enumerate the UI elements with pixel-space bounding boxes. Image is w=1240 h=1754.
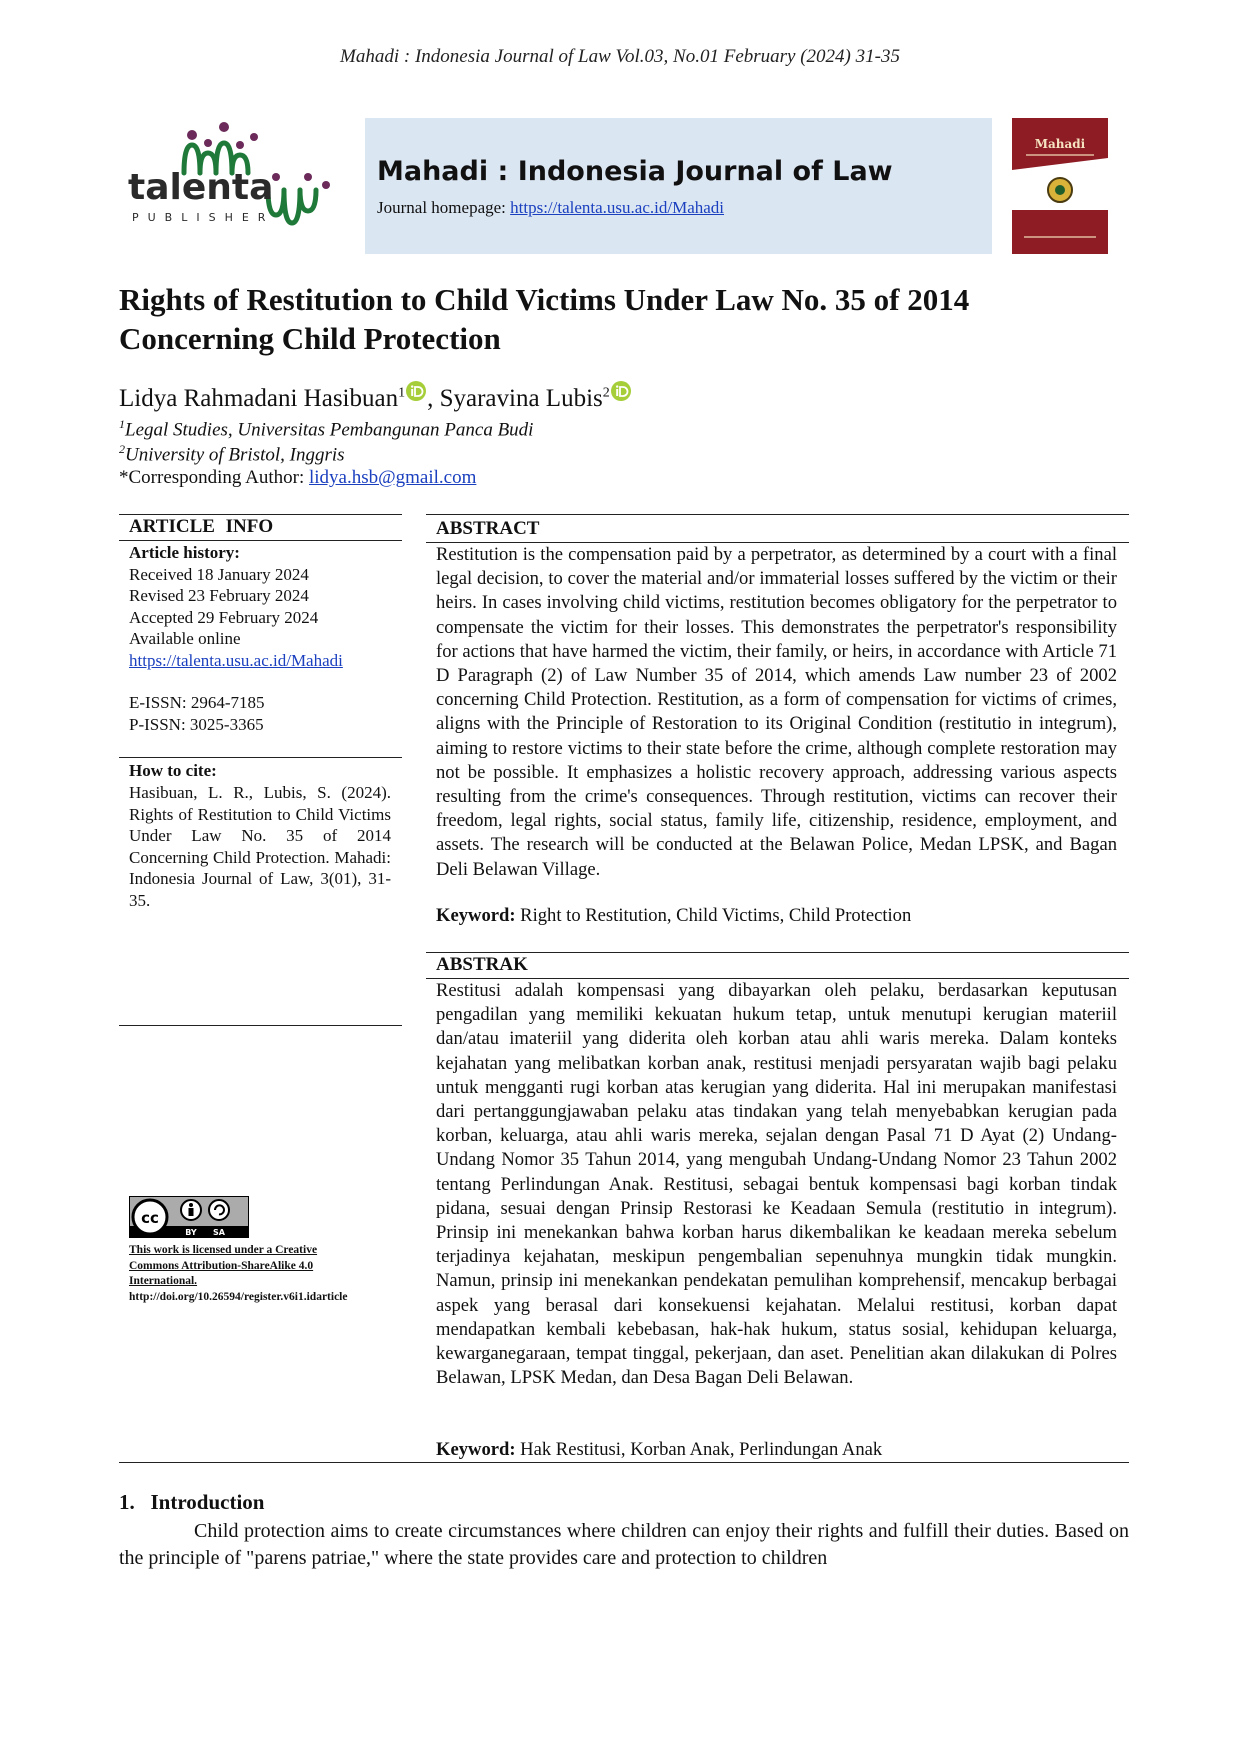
citation-text: Hasibuan, L. R., Lubis, S. (2024). Right… — [129, 783, 391, 910]
journal-homepage: Journal homepage: https://talenta.usu.ac… — [377, 198, 724, 218]
author-name: Lidya Rahmadani Hasibuan — [119, 385, 399, 412]
abstract-keywords: Keyword: Right to Restitution, Child Vic… — [436, 905, 911, 927]
license-link[interactable]: International. — [129, 1275, 198, 1287]
introduction-paragraph: Child protection aims to create circumst… — [119, 1520, 1129, 1569]
running-head: Mahadi : Indonesia Journal of Law Vol.03… — [340, 46, 900, 67]
divider — [119, 1462, 1129, 1463]
divider — [119, 1025, 402, 1026]
cc-by-sa-license-icon[interactable]: cc BY SA — [129, 1196, 249, 1238]
affiliation: 1Legal Studies, Universitas Pembangunan … — [119, 417, 533, 441]
publisher-wordmark: talenta — [128, 167, 273, 208]
talenta-publisher-logo: talenta PUBLISHER — [128, 122, 330, 226]
homepage-link[interactable]: https://talenta.usu.ac.id/Mahadi — [510, 198, 725, 217]
keyword-label: Keyword: — [436, 1439, 516, 1460]
orcid-icon[interactable] — [405, 380, 427, 409]
abstract-text: Restitution is the compensation paid by … — [436, 544, 1117, 880]
divider — [426, 978, 1129, 979]
license-link[interactable]: This work is licensed under a Creative — [129, 1244, 318, 1256]
author-line: Lidya Rahmadani Hasibuan1, Syaravina Lub… — [119, 380, 632, 413]
eissn: E-ISSN: 2964-7185 — [129, 693, 265, 712]
doi-text: http://doi.org/10.26594/register.v6i1.id… — [129, 1290, 348, 1303]
keyword-list: Right to Restitution, Child Victims, Chi… — [515, 905, 912, 926]
introduction-heading: 1. Introduction — [119, 1490, 265, 1514]
article-info-heading: ARTICLE INFO — [129, 516, 274, 537]
journal-banner: Mahadi : Indonesia Journal of Law Journa… — [365, 118, 992, 254]
article-url-link[interactable]: https://talenta.usu.ac.id/Mahadi — [129, 650, 343, 670]
divider — [119, 514, 402, 515]
abstract-heading: ABSTRACT — [436, 518, 540, 539]
affiliation-superscript: 1 — [119, 417, 125, 431]
author-name: Syaravina Lubis — [439, 385, 603, 412]
history-label: Article history: — [129, 543, 240, 562]
keyword-list: Hak Restitusi, Korban Anak, Perlindungan… — [515, 1439, 883, 1460]
article-title: Rights of Restitution to Child Victims U… — [119, 282, 970, 356]
cite-heading-wrap: How to cite: — [129, 760, 217, 782]
license-link[interactable]: Commons Attribution-ShareAlike 4.0 — [129, 1259, 314, 1272]
divider — [426, 542, 1129, 543]
divider — [119, 540, 402, 541]
author-superscript: 2 — [602, 385, 610, 401]
available-online: Available online — [129, 629, 241, 648]
journal-title: Mahadi : Indonesia Journal of Law — [377, 156, 893, 187]
issn-block: E-ISSN: 2964-7185 P-ISSN: 3025-3365 — [129, 692, 265, 735]
revised-date: Revised 23 February 2024 — [129, 586, 309, 605]
keyword-label: Keyword: — [436, 905, 516, 926]
cc-badge-sa: SA — [213, 1228, 226, 1237]
cite-heading: How to cite: — [129, 761, 217, 780]
divider — [426, 952, 1129, 953]
cover-title: Mahadi — [1035, 137, 1086, 151]
author-separator: , — [427, 385, 440, 412]
license-text: This work is licensed under a Creative C… — [129, 1243, 399, 1305]
divider — [119, 757, 402, 758]
homepage-label: Journal homepage: — [377, 198, 511, 217]
abstrak-keywords: Keyword: Hak Restitusi, Korban Anak, Per… — [436, 1439, 882, 1461]
divider — [426, 514, 1129, 515]
accepted-date: Accepted 29 February 2024 — [129, 607, 319, 627]
article-history: Article history: Received 18 January 202… — [129, 542, 343, 671]
received-date: Received 18 January 2024 — [129, 564, 309, 584]
corresponding-author: *Corresponding Author: lidya.hsb@gmail.c… — [119, 467, 476, 489]
corresponding-email-link[interactable]: lidya.hsb@gmail.com — [309, 467, 477, 488]
orcid-icon[interactable] — [610, 380, 632, 409]
affiliation: 2University of Bristol, Inggris — [119, 442, 345, 466]
abstrak-text: Restitusi adalah kompensasi yang dibayar… — [436, 980, 1117, 1389]
affiliation-text: University of Bristol, Inggris — [125, 444, 345, 466]
introduction-text: Child protection aims to create circumst… — [119, 1518, 1129, 1571]
affiliation-text: Legal Studies, Universitas Pembangunan P… — [125, 419, 534, 441]
publisher-subtitle: PUBLISHER — [132, 211, 274, 224]
svg-text:cc: cc — [141, 1209, 159, 1227]
affiliation-superscript: 2 — [119, 442, 125, 456]
corresponding-label: *Corresponding Author: — [119, 467, 309, 488]
cc-badge-by: BY — [185, 1228, 197, 1237]
abstrak-heading: ABSTRAK — [436, 954, 528, 975]
journal-cover-image: Mahadi — [1012, 118, 1108, 254]
author-superscript: 1 — [398, 385, 406, 401]
pissn: P-ISSN: 3025-3365 — [129, 714, 264, 734]
